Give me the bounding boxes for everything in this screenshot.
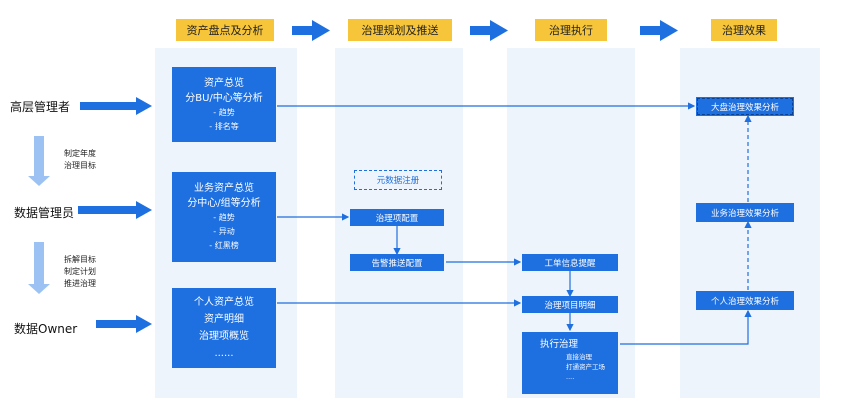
stage-planning: 治理规划及推送 <box>348 19 452 41</box>
role-data-owner: 数据Owner <box>14 322 78 336</box>
business-effect-analysis-chip: 业务治理效果分析 <box>696 203 794 222</box>
asset-manager-title: 业务资产总览 <box>194 183 254 194</box>
note-set-annual-goals: 制定年度 治理目标 <box>64 149 96 170</box>
metadata-register-chip: 元数据注册 <box>354 170 442 190</box>
ticket-reminder-chip: 工单信息提醒 <box>522 254 618 271</box>
execute-item: 打通资产工场 <box>566 363 605 371</box>
stage-effect: 治理效果 <box>711 19 777 41</box>
header-arrow-3 <box>640 20 678 41</box>
asset-box-manager: 业务资产总览 分中心/组等分析 - 趋势 - 异动 - 红黑榜 <box>172 172 276 262</box>
flow-execute-to-personal <box>620 309 752 345</box>
asset-manager-item: - 红黑榜 <box>209 241 239 250</box>
execute-title: 执行治理 <box>540 339 579 350</box>
asset-manager-subtitle: 分中心/组等分析 <box>187 198 261 209</box>
role-arrow-manager <box>78 201 152 219</box>
header-arrow-2 <box>470 20 508 41</box>
overall-effect-analysis-chip: 大盘治理效果分析 <box>696 97 794 116</box>
stage-execution: 治理执行 <box>535 19 607 41</box>
asset-box-senior: 资产总览 分BU/中心等分析 - 趋势 - 排名等 <box>172 67 276 142</box>
asset-senior-subtitle: 分BU/中心等分析 <box>185 92 263 104</box>
stage-asset-analysis: 资产盘点及分析 <box>176 19 274 41</box>
role-arrow-owner <box>96 315 152 333</box>
role-data-manager: 数据管理员 <box>14 206 75 220</box>
execute-item: 直接治理 <box>566 353 592 361</box>
governance-config-chip: 治理项配置 <box>350 209 444 226</box>
asset-box-owner: 个人资产总览 资产明细 治理项概览 ...... <box>172 288 276 368</box>
header-arrow-1 <box>292 20 330 41</box>
note-decompose-goals: 拆解目标 制定计划 推进治理 <box>64 255 96 288</box>
asset-owner-line: 个人资产总览 <box>194 297 254 308</box>
asset-senior-item: - 趋势 <box>213 107 235 117</box>
asset-senior-title: 资产总览 <box>204 77 244 89</box>
governance-item-detail-chip: 治理项目明细 <box>522 296 618 313</box>
role-arrow-senior <box>80 97 152 115</box>
execute-governance-box: 执行治理 直接治理 打通资产工场 .... <box>522 332 618 394</box>
asset-owner-line: 资产明细 <box>204 314 244 325</box>
asset-owner-line: 治理项概览 <box>199 331 249 342</box>
asset-senior-item: - 排名等 <box>209 121 239 131</box>
down-arrow-2 <box>28 242 50 294</box>
asset-manager-item: - 异动 <box>213 227 235 236</box>
execute-item: .... <box>566 373 575 381</box>
asset-manager-item: - 趋势 <box>213 213 235 222</box>
down-arrow-1 <box>28 136 50 186</box>
role-senior-manager: 高层管理者 <box>10 100 71 114</box>
asset-owner-line: ...... <box>214 348 234 359</box>
personal-effect-analysis-chip: 个人治理效果分析 <box>696 291 794 310</box>
alert-push-config-chip: 告警推送配置 <box>350 254 444 271</box>
